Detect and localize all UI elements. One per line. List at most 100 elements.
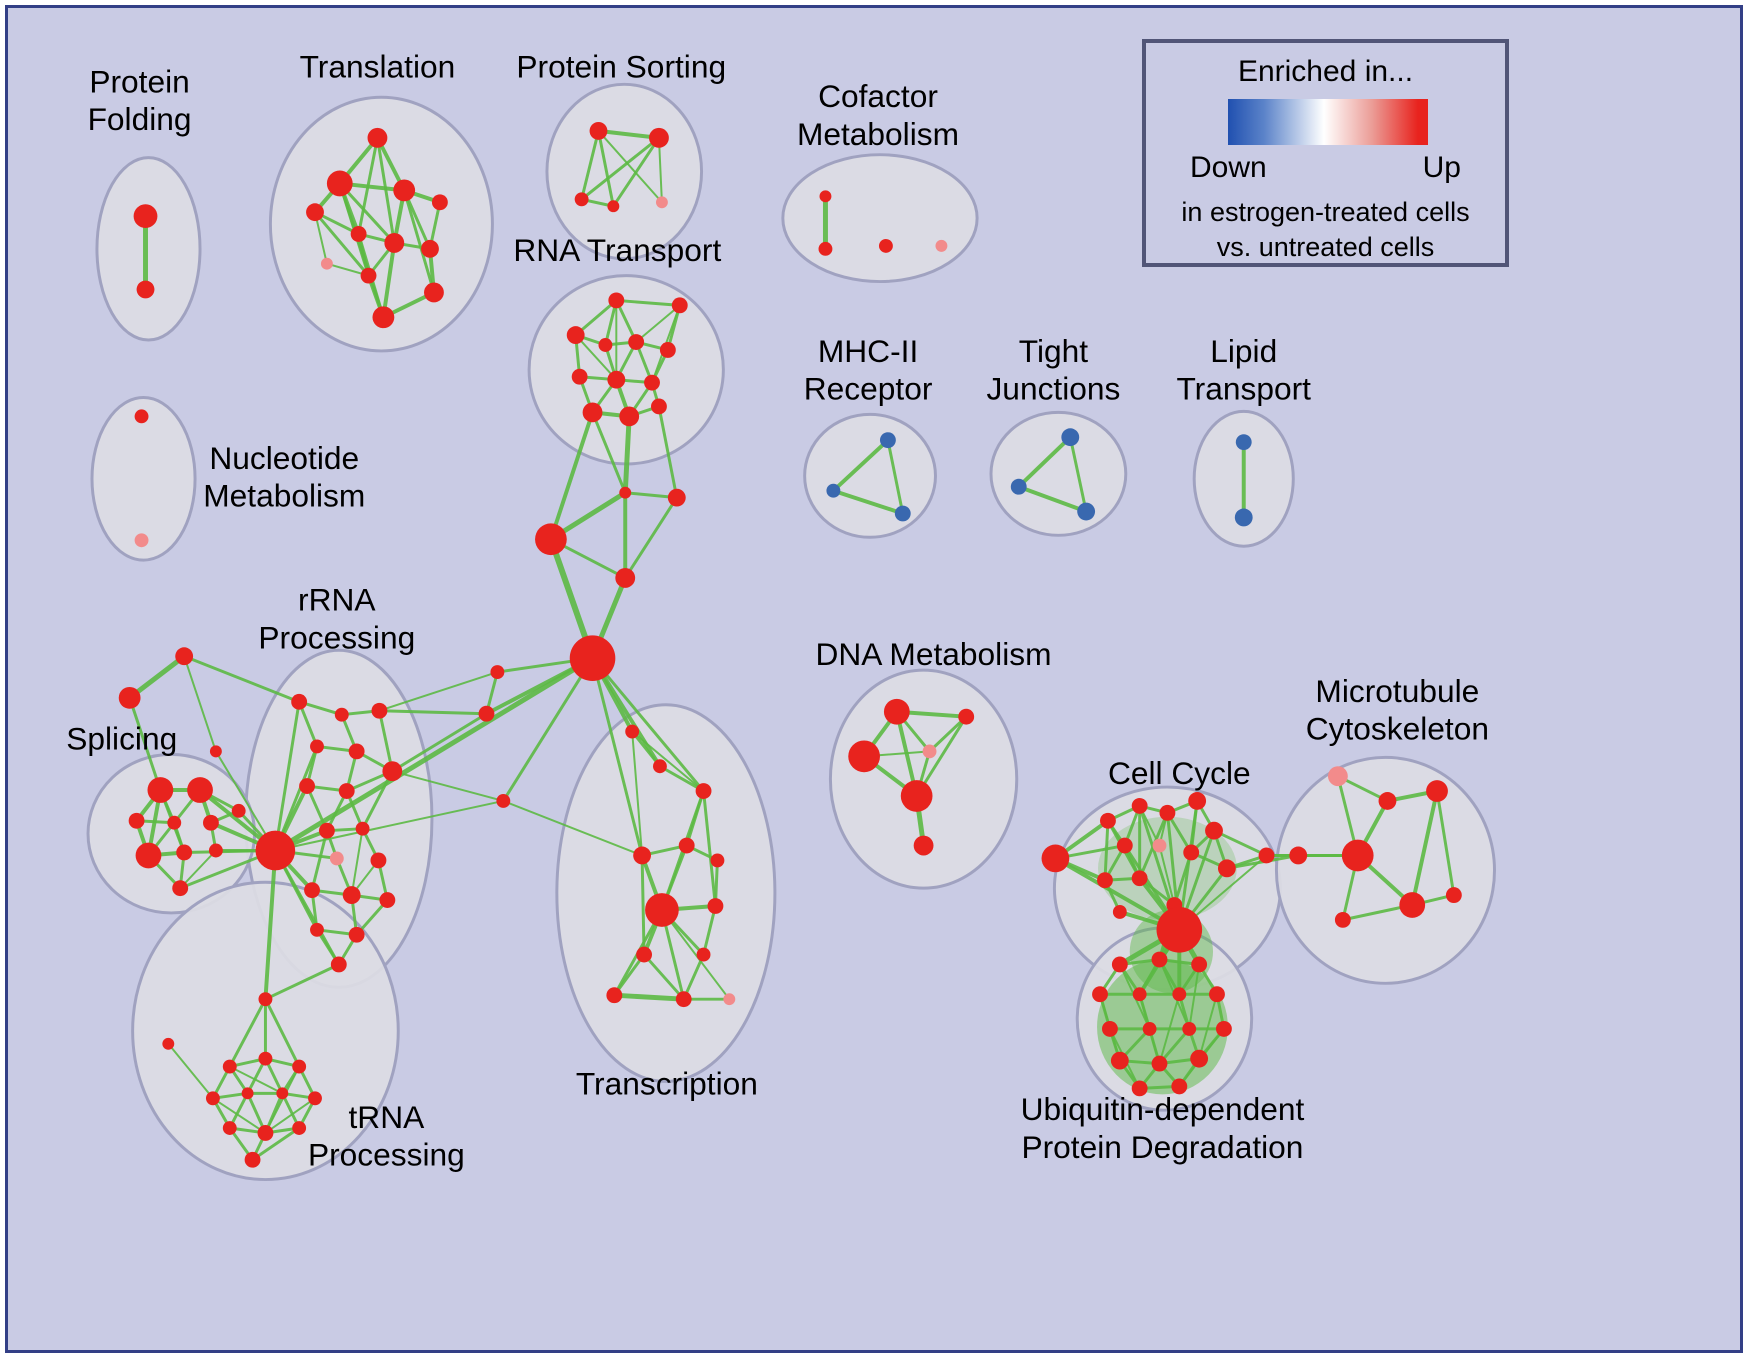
gene-set-node (678, 837, 695, 854)
network-edge (1068, 435, 1088, 514)
gene-set-node (320, 257, 333, 270)
gene-set-node (205, 1091, 220, 1106)
gene-set-node (900, 780, 933, 812)
gene-set-node (628, 334, 645, 350)
network-edge (548, 410, 595, 542)
network-edge (642, 953, 686, 1001)
gene-set-node (582, 402, 603, 423)
gene-set-node (257, 1125, 274, 1141)
gene-set-node (633, 846, 652, 865)
gene-set-node (1112, 905, 1127, 919)
gene-set-node (209, 745, 222, 758)
cluster-label-dna-metabolism: DNA Metabolism (815, 636, 1051, 672)
gene-set-node (1116, 837, 1133, 854)
gene-set-node (355, 821, 370, 836)
network-edge (274, 799, 505, 852)
legend-title: Enriched in... (1237, 55, 1414, 88)
network-edge (1172, 850, 1193, 907)
gene-set-node (147, 777, 174, 803)
network-edge (631, 730, 705, 793)
gene-set-node (1191, 956, 1208, 973)
gene-set-node (1131, 1080, 1148, 1097)
network-edge (1016, 484, 1089, 514)
gene-set-node (1159, 804, 1176, 821)
gene-set-node (367, 127, 388, 148)
gene-set-node (1258, 847, 1275, 864)
network-edge (623, 496, 679, 580)
gene-set-node (619, 486, 632, 499)
gene-set-node (671, 297, 688, 314)
cluster-ellipse-dna-metabolism (828, 668, 1019, 890)
network-edge (1103, 819, 1110, 882)
gene-set-node (299, 778, 316, 795)
gene-set-node (598, 338, 613, 352)
gene-set-node (819, 190, 832, 203)
gene-set-node (606, 987, 623, 1004)
gene-set-node (878, 238, 893, 253)
gene-set-node (1334, 911, 1351, 928)
network-edge (591, 656, 706, 793)
gene-set-node (326, 170, 353, 197)
gene-set-node (1132, 987, 1147, 1002)
gene-set-node (382, 761, 403, 782)
gene-set-node (1205, 821, 1223, 840)
gene-set-node (348, 926, 365, 943)
gene-set-node (1092, 986, 1108, 1003)
gene-set-node (826, 483, 841, 498)
network-edge (381, 240, 397, 320)
network-edge (263, 848, 278, 1002)
network-edge (682, 953, 706, 1001)
gene-set-node (360, 267, 377, 284)
gene-set-node (958, 708, 975, 725)
network-edge (182, 654, 301, 704)
gene-set-node (625, 724, 640, 739)
gene-set-node (478, 705, 495, 722)
network-edge (338, 181, 396, 245)
cluster-ellipse-microtubule-cytoskeleton (1274, 755, 1496, 985)
network-edge (1435, 789, 1456, 897)
gene-set-node (372, 306, 395, 329)
gene-set-node (1111, 956, 1128, 973)
network-edge (635, 304, 681, 344)
network-edge (596, 129, 615, 208)
gene-set-node (1171, 1078, 1188, 1095)
gene-set-node (310, 922, 324, 937)
cluster-ellipse-transcription (555, 703, 777, 1083)
gene-set-node (258, 992, 273, 1007)
gene-set-node (424, 282, 444, 303)
legend-up-label: Up (1422, 151, 1461, 184)
gene-set-node (338, 783, 355, 799)
gene-set-node (255, 830, 296, 871)
legend-caption-line1: in estrogen-treated cells (1181, 197, 1470, 227)
network-edge (574, 334, 618, 381)
cluster-ellipse-cofactor-metabolism (781, 153, 979, 284)
network-edge (272, 655, 596, 853)
gene-set-node (695, 783, 712, 799)
gene-set-node (1209, 986, 1225, 1003)
network-edge (660, 908, 731, 1001)
gene-set-node (652, 759, 667, 774)
gene-set-node (571, 368, 588, 385)
network-edge (886, 438, 905, 515)
gene-set-node (310, 739, 324, 754)
gene-set-node (535, 523, 567, 556)
gene-set-node (696, 947, 711, 962)
network-edge (305, 784, 329, 833)
gene-set-node (615, 568, 636, 588)
gene-set-node (1077, 502, 1096, 521)
cluster-label-cell-cycle: Cell Cycle (1108, 755, 1251, 791)
gene-set-node (1131, 870, 1148, 887)
network-edge (657, 136, 663, 204)
legend-gradient-bar (1228, 99, 1428, 145)
gene-set-node (1445, 887, 1462, 904)
cluster-ellipse-nucleotide-metabolism (90, 396, 197, 562)
network-edge (591, 410, 627, 495)
network-edge (273, 700, 301, 852)
gene-set-node (371, 702, 388, 719)
gene-set-node (231, 803, 246, 818)
gene-set-node (1289, 846, 1308, 865)
